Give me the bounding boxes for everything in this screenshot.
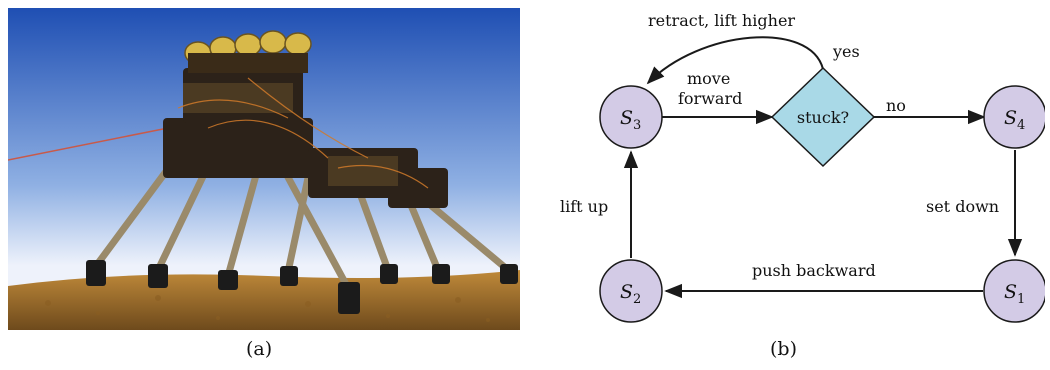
label-retract: retract, lift higher <box>648 11 795 30</box>
state-s3 <box>599 85 663 149</box>
label-yes: yes <box>832 42 860 61</box>
robot-photo <box>8 8 520 330</box>
label-no: no <box>886 96 906 115</box>
decision-stuck <box>770 66 876 168</box>
label-set-down: set down <box>926 197 999 216</box>
label-lift-up: lift up <box>560 197 608 216</box>
label-s3: S3 <box>620 107 641 133</box>
label-move: move <box>687 69 730 88</box>
state-s2 <box>599 259 663 323</box>
caption-b: (b) <box>770 338 797 360</box>
label-s1: S1 <box>1004 281 1025 307</box>
caption-a: (a) <box>246 338 273 360</box>
label-forward: forward <box>678 89 742 108</box>
edge-yes-retract <box>646 36 824 85</box>
gait-state-diagram: S3 S4 S2 S1 stuck? retract, lift higher … <box>560 11 1045 323</box>
label-decision: stuck? <box>797 108 849 127</box>
label-s2: S2 <box>620 281 641 307</box>
state-s1 <box>983 259 1045 323</box>
label-s4: S4 <box>1004 107 1025 133</box>
state-s4 <box>983 85 1045 149</box>
label-push-backward: push backward <box>752 261 876 280</box>
